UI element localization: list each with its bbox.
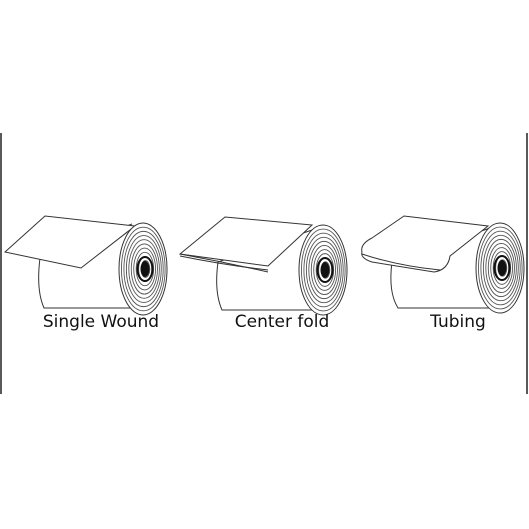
- web-sheet-top: [178, 216, 314, 267]
- roll-ring: [480, 230, 521, 306]
- web-tube-edge: [361, 253, 441, 271]
- roll-core: [140, 261, 150, 277]
- roll-ring: [487, 243, 515, 293]
- roll-end: [475, 222, 525, 314]
- roll-ring: [130, 243, 158, 295]
- roll-core: [497, 260, 507, 276]
- roll-ring: [308, 240, 340, 300]
- web-tube: [361, 215, 490, 273]
- roll-core-ring: [316, 257, 334, 283]
- web-sheet-fold: [179, 253, 269, 273]
- roll-center-fold: Center fold: [178, 216, 348, 332]
- roll-ring: [123, 230, 164, 308]
- roll-label: Single Wound: [43, 312, 159, 332]
- web-sheet-fold-lower: [179, 255, 269, 271]
- roll-ring: [303, 232, 344, 308]
- roll-ring: [301, 228, 346, 312]
- roll-body: [38, 257, 132, 309]
- roll-ring: [313, 249, 336, 291]
- roll-ring: [315, 253, 335, 287]
- roll-core-ring: [136, 256, 154, 282]
- roll-end: [298, 224, 348, 316]
- roll-ring: [490, 247, 513, 289]
- roll-body: [390, 261, 495, 309]
- roll-ring: [310, 245, 338, 295]
- roll-label: Tubing: [429, 312, 486, 332]
- roll-label: Center fold: [235, 312, 330, 332]
- roll-ring: [135, 251, 155, 287]
- roll-core-ring: [493, 255, 511, 281]
- roll-ring: [492, 251, 512, 285]
- roll-ring: [121, 226, 166, 312]
- roll-ring: [133, 247, 156, 291]
- roll-tubing: Tubing: [361, 215, 525, 332]
- roll-body: [216, 261, 325, 311]
- roll-single-wound: Single Wound: [3, 215, 168, 332]
- roll-end: [118, 222, 168, 316]
- roll-ring: [485, 238, 517, 298]
- roll-ring: [478, 226, 523, 310]
- web-sheet: [3, 215, 137, 269]
- roll-ring: [128, 239, 160, 299]
- roll-ring: [125, 235, 162, 303]
- roll-ring: [305, 236, 342, 304]
- roll-core: [320, 262, 330, 278]
- roll-ring: [482, 234, 519, 302]
